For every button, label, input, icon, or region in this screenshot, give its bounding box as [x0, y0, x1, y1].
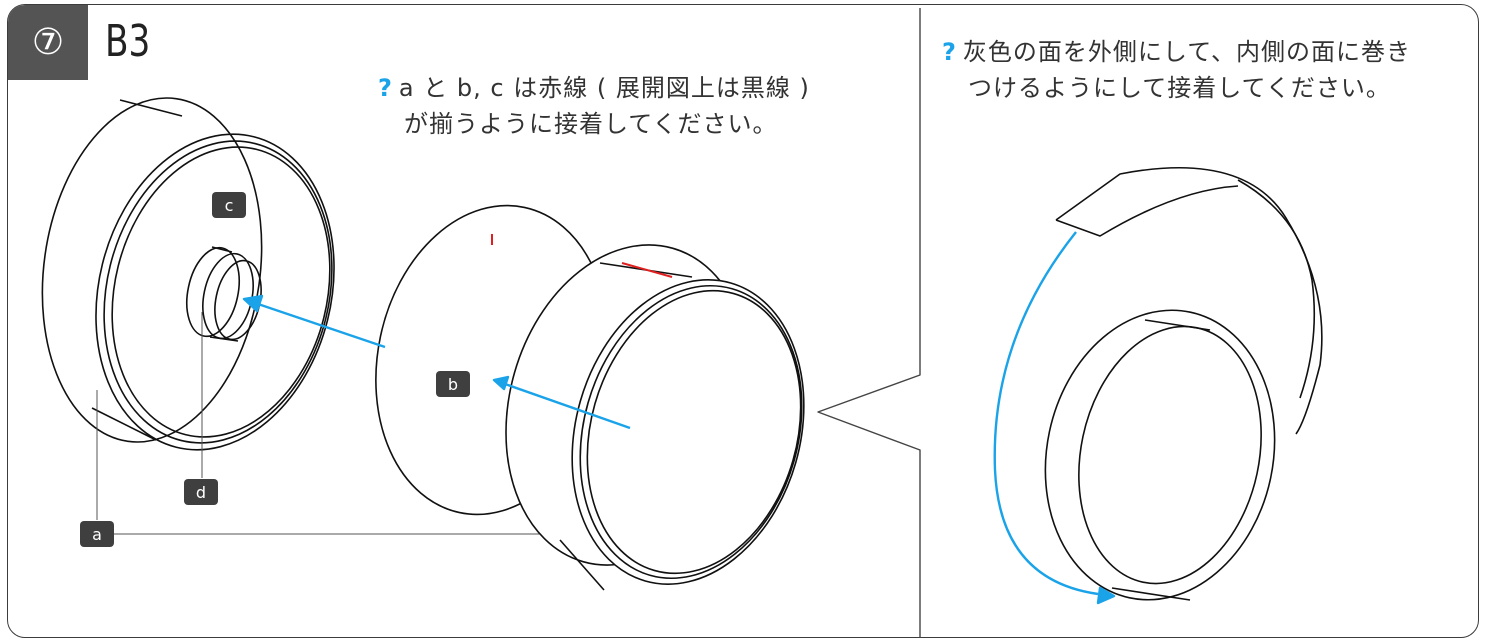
wheel-c-part: [41, 97, 335, 451]
note-right-line1: 灰色の面を外側にして、内側の面に巻き: [962, 38, 1412, 66]
note-left: ?a と b, c は赤線 ( 展開図上は黒線 ) が揃うように接着してください…: [378, 70, 810, 142]
label-c: c: [212, 192, 246, 218]
label-b: b: [436, 371, 470, 397]
hint-icon: ?: [942, 38, 957, 66]
ring-a-part: [505, 244, 805, 591]
note-left-line2: が揃うように接着してください。: [404, 110, 778, 138]
instruction-frame: ⑦ B3: [7, 4, 1479, 638]
wrap-arrow: [993, 231, 1116, 605]
step-title: B3: [105, 16, 151, 67]
note-left-line1: a と b, c は赤線 ( 展開図上は黒線 ): [398, 74, 810, 102]
strip-wrap-illustration: [1044, 166, 1323, 601]
step-number-badge: ⑦: [8, 5, 88, 80]
hint-icon: ?: [378, 74, 393, 102]
label-d: d: [184, 479, 218, 505]
arrows: [242, 294, 631, 430]
note-right-line2: つけるようにして接着してください。: [968, 74, 1391, 102]
panel-divider: [817, 8, 921, 638]
note-right: ?灰色の面を外側にして、内側の面に巻き つけるようにして接着してください。: [942, 34, 1411, 106]
label-a: a: [80, 521, 114, 547]
